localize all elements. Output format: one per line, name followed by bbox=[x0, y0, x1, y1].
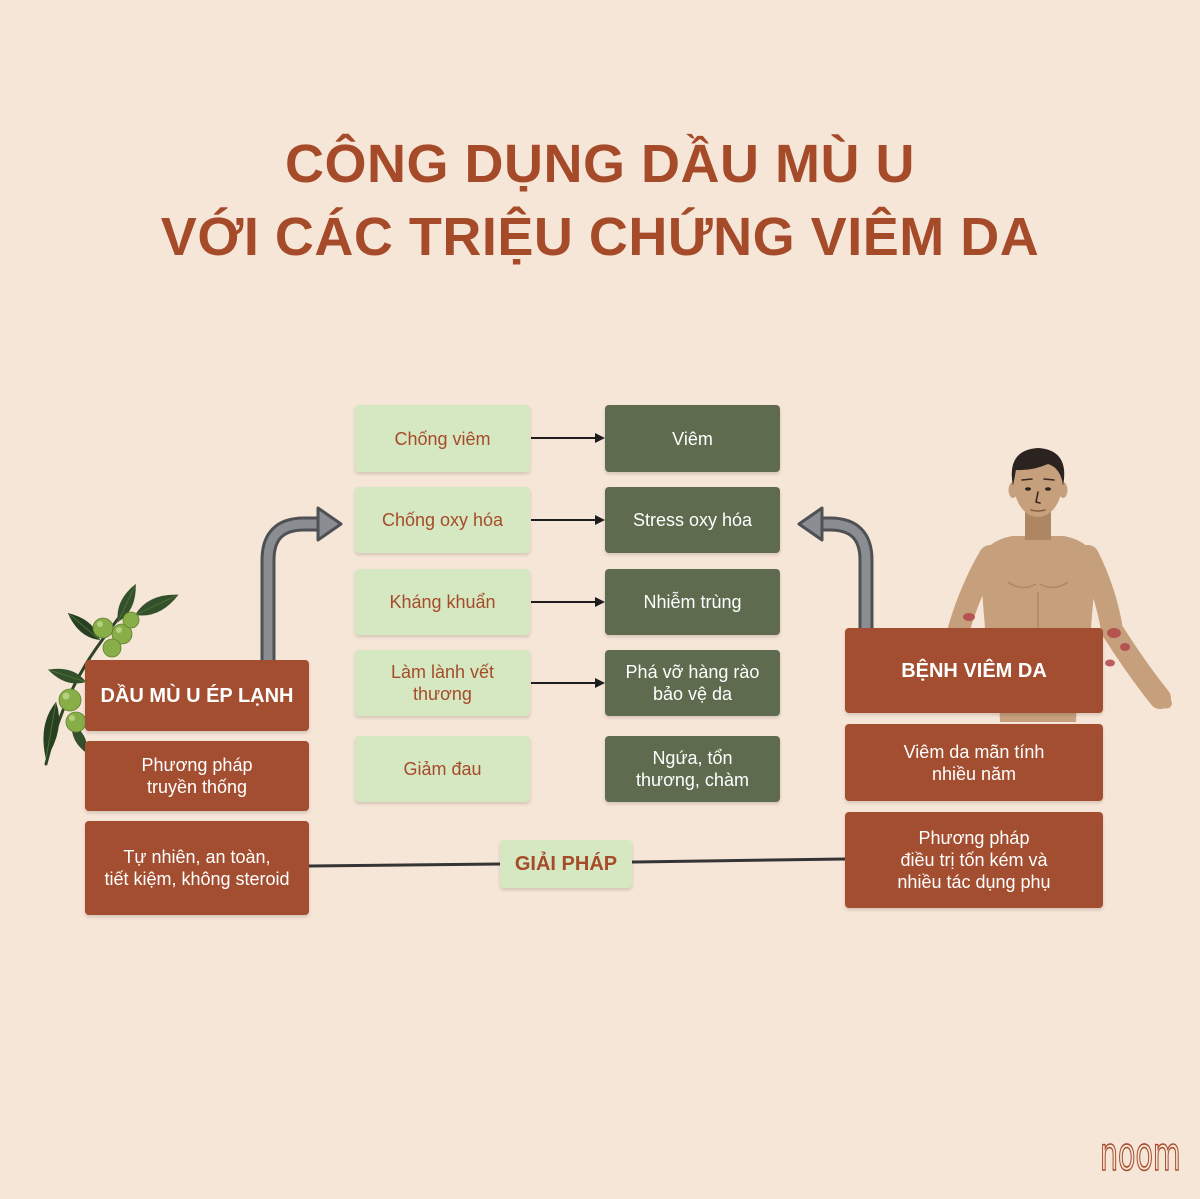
plant-berry bbox=[122, 611, 140, 629]
plant-berry bbox=[58, 688, 82, 712]
condition-history-box: Viêm da mãn tính nhiều năm bbox=[845, 724, 1103, 801]
skin-rash-patch bbox=[963, 613, 975, 621]
person-chest-lines bbox=[1007, 581, 1069, 630]
plant-leaf bbox=[43, 701, 60, 760]
arrow-head bbox=[595, 515, 605, 525]
symptom-label: Nhiễm trùng bbox=[643, 592, 742, 612]
symptom-box-inflammation: Viêm bbox=[605, 405, 780, 472]
skin-rash-patch bbox=[1105, 659, 1115, 667]
symptom-box-barrier-damage: Phá vỡ hàng rào bảo vệ da bbox=[605, 650, 780, 716]
remedy-method: Phương pháp truyền thống bbox=[141, 755, 253, 797]
solution-connector-right bbox=[631, 857, 846, 864]
skin-rash-patch bbox=[1107, 628, 1121, 638]
person-hair bbox=[1011, 448, 1065, 486]
condition-heading-box: BỆNH VIÊM DA bbox=[845, 628, 1103, 713]
leaf-midrib bbox=[45, 701, 57, 758]
benefit-label: Chống viêm bbox=[394, 428, 491, 449]
plant-leaf bbox=[67, 613, 101, 641]
arrow-row-3 bbox=[531, 597, 605, 607]
benefit-label: Kháng khuẩn bbox=[389, 592, 496, 612]
leaf-midrib bbox=[69, 613, 101, 641]
berry-highlight bbox=[69, 715, 75, 721]
arrow-head bbox=[595, 433, 605, 443]
arrow-row-2 bbox=[531, 515, 605, 525]
arrow-shaft-outline bbox=[260, 516, 320, 662]
benefit-box-wound-healing: Làm lành vết thương bbox=[355, 650, 530, 716]
person-nose bbox=[1035, 491, 1041, 504]
plant-leaf bbox=[117, 583, 136, 623]
remedy-heading: DẦU MÙ U ÉP LẠNH bbox=[100, 684, 294, 707]
arrow-head bbox=[316, 506, 343, 542]
condition-treatment-box: Phương pháp điều trị tốn kém và nhiều tá… bbox=[845, 812, 1103, 908]
skin-rash-patch bbox=[1120, 643, 1130, 651]
remedy-traits-box: Tự nhiên, an toàn, tiết kiệm, không ster… bbox=[85, 821, 309, 915]
plant-leaf bbox=[134, 594, 179, 616]
person-hand bbox=[1152, 691, 1172, 709]
arrow-row-4 bbox=[531, 678, 605, 688]
arrow-row-1 bbox=[531, 433, 605, 443]
brand-logo: noom bbox=[1100, 1128, 1181, 1182]
berry-highlight bbox=[116, 627, 122, 633]
condition-history: Viêm da mãn tính nhiều năm bbox=[903, 741, 1045, 784]
plant-leaf bbox=[47, 668, 87, 684]
benefit-label: Chống oxy hóa bbox=[381, 510, 504, 530]
symptom-label: Stress oxy hóa bbox=[632, 510, 753, 530]
arrow-shaft bbox=[820, 519, 871, 632]
leaf-midrib bbox=[117, 585, 136, 623]
benefit-box-anti-inflammatory: Chống viêm bbox=[355, 405, 530, 472]
benefit-box-antioxidant: Chống oxy hóa bbox=[355, 487, 530, 553]
leaf-midrib bbox=[49, 669, 87, 683]
leaf-midrib bbox=[134, 595, 177, 616]
arrow-head bbox=[595, 678, 605, 688]
symptom-box-infection: Nhiễm trùng bbox=[605, 569, 780, 635]
benefit-label: Làm lành vết thương bbox=[390, 662, 495, 704]
benefit-box-pain-relief: Giảm đau bbox=[355, 736, 530, 802]
symptom-label: Ngứa, tổn thương, chàm bbox=[636, 748, 749, 790]
arrow-head bbox=[595, 597, 605, 607]
benefit-label: Giảm đau bbox=[403, 759, 482, 779]
plant-berry bbox=[92, 617, 114, 639]
title-line-2: VỚI CÁC TRIỆU CHỨNG VIÊM DA bbox=[160, 207, 1040, 267]
remedy-method-box: Phương pháp truyền thống bbox=[85, 741, 309, 811]
arrow-shaft bbox=[263, 519, 320, 664]
mu-u-plant-icon bbox=[43, 583, 179, 766]
remedy-traits: Tự nhiên, an toàn, tiết kiệm, không ster… bbox=[104, 847, 290, 889]
person-eye bbox=[1025, 487, 1031, 491]
condition-to-symptoms-arrow bbox=[797, 506, 874, 632]
arrow-head bbox=[797, 506, 824, 542]
remedy-to-benefits-arrow bbox=[260, 506, 343, 664]
symptom-label: Phá vỡ hàng rào bảo vệ da bbox=[625, 662, 760, 704]
berry-highlight bbox=[62, 692, 70, 700]
symptom-box-itch-eczema: Ngứa, tổn thương, chàm bbox=[605, 736, 780, 802]
plant-berry bbox=[102, 638, 122, 658]
benefit-box-antibacterial: Kháng khuẩn bbox=[355, 569, 530, 635]
solution-label: GIẢI PHÁP bbox=[514, 853, 618, 875]
condition-heading: BỆNH VIÊM DA bbox=[901, 659, 1047, 682]
person-eye bbox=[1045, 487, 1051, 491]
title-line-1: CÔNG DỤNG DẦU MÙ U bbox=[285, 134, 915, 194]
person-mouth bbox=[1030, 509, 1046, 512]
person-torso bbox=[980, 536, 1096, 640]
plant-berry bbox=[65, 711, 87, 733]
solution-badge: GIẢI PHÁP bbox=[500, 840, 632, 888]
symptom-label: Viêm bbox=[672, 428, 713, 449]
solution-connector-left bbox=[308, 862, 501, 868]
person-eyebrows bbox=[1021, 478, 1055, 481]
page-title: CÔNG DỤNG DẦU MÙ U VỚI CÁC TRIỆU CHỨNG V… bbox=[0, 128, 1200, 274]
symptom-box-oxidative-stress: Stress oxy hóa bbox=[605, 487, 780, 553]
berry-highlight bbox=[97, 621, 103, 627]
remedy-heading-box: DẦU MÙ U ÉP LẠNH bbox=[85, 660, 309, 731]
condition-treatment: Phương pháp điều trị tốn kém và nhiều tá… bbox=[897, 828, 1051, 892]
